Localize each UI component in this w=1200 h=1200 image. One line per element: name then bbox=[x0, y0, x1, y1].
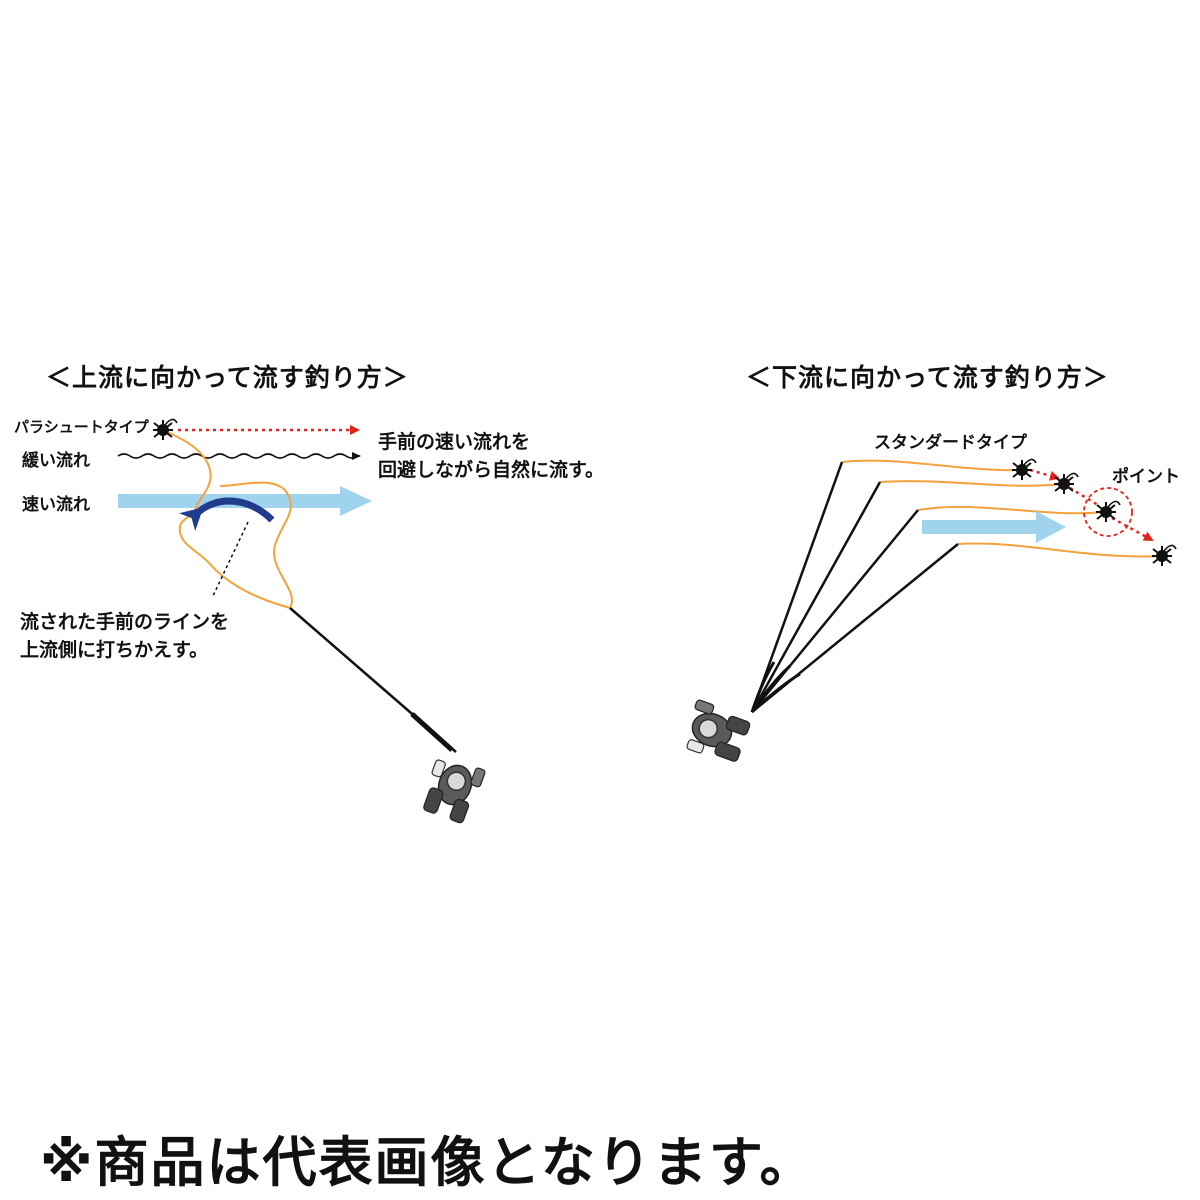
note-recast: 流された手前のラインを 上流側に打ちかえす。 bbox=[20, 608, 229, 664]
point-circle bbox=[1083, 487, 1133, 537]
fly-icon bbox=[1095, 500, 1121, 523]
fast-flow-band-right bbox=[922, 520, 1040, 534]
note-avoid-fast-flow: 手前の速い流れを 回避しながら自然に流す。 bbox=[378, 428, 604, 484]
point-label: ポイント bbox=[1112, 467, 1180, 487]
angler-figure bbox=[418, 752, 487, 826]
angler-figure bbox=[679, 698, 753, 767]
note-pointer bbox=[211, 521, 249, 599]
fly-icon bbox=[1053, 472, 1079, 495]
fly-icon bbox=[1151, 544, 1177, 567]
fly-line bbox=[162, 429, 293, 610]
fly-icon bbox=[152, 418, 178, 441]
right-title: ＜下流に向かって流す釣り方＞ bbox=[746, 363, 1109, 392]
left-diagram bbox=[117, 418, 487, 826]
recast-arrow bbox=[179, 497, 275, 531]
parachute-type-label: パラシュートタイプ bbox=[14, 418, 149, 436]
note-line: 上流側に打ちかえす。 bbox=[20, 639, 209, 661]
drift-line-1 bbox=[841, 459, 1025, 472]
standard-type-label: スタンダードタイプ bbox=[874, 433, 1027, 453]
slow-flow-line bbox=[117, 452, 361, 460]
note-line: 回避しながら自然に流す。 bbox=[378, 459, 605, 481]
disclaimer-text: ※商品は代表画像となります。 bbox=[40, 1131, 816, 1194]
fast-flow-arrowhead bbox=[340, 486, 372, 516]
note-line: 手前の速い流れを bbox=[378, 431, 531, 453]
right-diagram bbox=[679, 458, 1177, 767]
drift-line-4 bbox=[957, 542, 1163, 558]
fast-flow-label: 速い流れ bbox=[22, 495, 90, 515]
slow-flow-label: 緩い流れ bbox=[22, 451, 90, 471]
drift-line-2 bbox=[879, 480, 1065, 487]
drift-line-3 bbox=[917, 505, 1105, 515]
note-line: 流された手前のラインを bbox=[20, 611, 230, 633]
left-title: ＜上流に向かって流す釣り方＞ bbox=[46, 363, 409, 392]
